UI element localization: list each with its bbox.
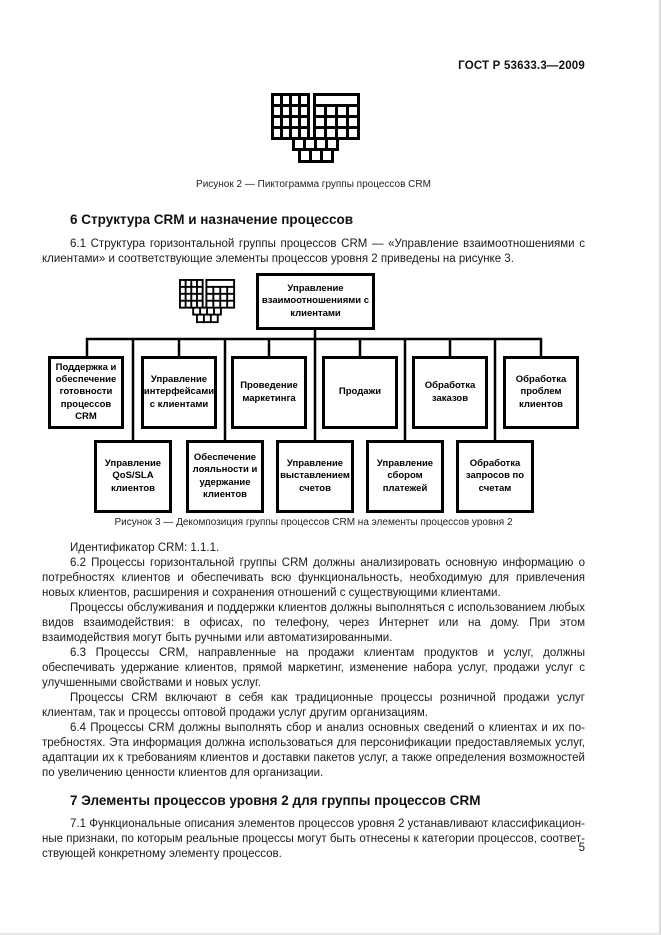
process-box-billing: Управление выставлением счетов [276,440,354,513]
paragraph-6-4: 6.4 Процессы CRM должны выполнять сбор и… [42,722,585,779]
process-box-order-handling: Обработка заказов [412,356,488,429]
process-box-customer-interfaces: Управление интерфейсами с клиентами [141,356,217,429]
process-box-loyalty-retention: Обеспечение лояльности и удержание клиен… [186,440,264,513]
process-box-sales: Продажи [322,356,398,429]
figure3-diagram: Управление взаимоотношениями с клиентами… [42,272,585,518]
pictogram-right-grid [205,279,236,309]
pictogram-header-cell [207,280,234,286]
standard-number-header: ГОСТ Р 53633.3—2009 [458,60,585,72]
body-text-column: Идентификатор CRM: 1.1.1. 6.2 Процессы г… [42,541,585,862]
pictogram-row-4 [292,137,339,151]
paragraph-6-3-cont: Процессы CRM включают в себя как традици… [42,692,585,719]
process-box-problem-handling: Обработка проблем клиентов [503,356,579,429]
section-6-heading: 6 Структура CRM и назначение процессов [70,212,354,227]
page-number: 5 [578,842,585,854]
pictogram-grids [271,93,360,140]
pictogram-row-3 [297,148,334,163]
paragraph-6-3: 6.3 Процессы CRM, направленные на продаж… [42,647,585,689]
process-box-bill-inquiries: Обработка запросов по счетам [456,440,534,513]
identifier-line: Идентификатор CRM: 1.1.1. [70,542,220,554]
paragraph-6-2: 6.2 Процессы горизонтальной группы CRM д… [42,557,585,599]
pictogram-right-grid [313,93,360,140]
figure2-caption: Рисунок 2 — Пиктограмма группы процессов… [196,179,431,190]
crm-group-pictogram [271,93,360,163]
process-box-payment-collection: Управление сбором платежей [366,440,444,513]
pictogram-left-grid [179,279,204,309]
figure3-caption: Рисунок 3 — Декомпозиция группы процессо… [114,517,513,528]
section-7-heading: 7 Элементы процессов уровня 2 для группы… [70,793,481,808]
process-box-qos-sla: Управление QoS/SLA клиентов [94,440,172,513]
paragraph-7-1: 7.1 Функциональные описания элементов пр… [42,818,585,860]
paragraph-6-2-cont: Процессы обслуживания и поддержки клиент… [42,602,585,644]
diagram-connector-lines [85,328,543,442]
process-box-marketing: Проведение маркетинга [231,356,307,429]
pictogram-left-grid [271,93,310,140]
process-box-root: Управление взаимоотношениями с клиентами [256,273,375,330]
process-box-support-readiness: Поддержка и обеспечение готовности проце… [48,356,124,429]
crm-mini-pictogram [179,279,236,324]
paragraph-6-1: 6.1 Структура горизонтальной группы проц… [42,238,585,265]
pictogram-header-cell [316,96,357,104]
